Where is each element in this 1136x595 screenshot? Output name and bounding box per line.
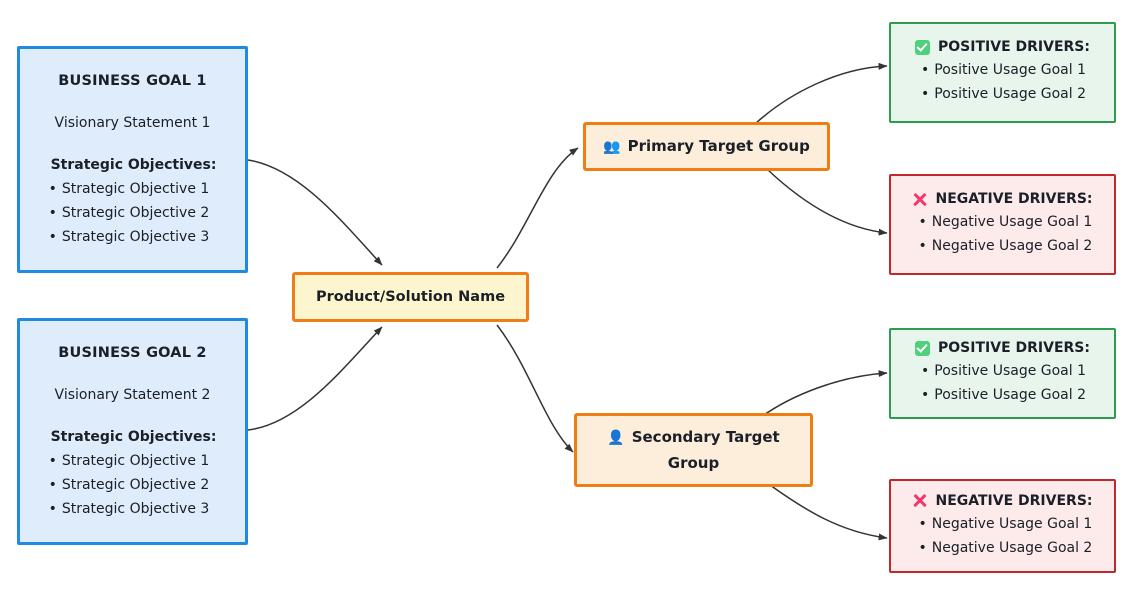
secondary-target-group-label: 👤 Secondary Target Group (589, 425, 798, 476)
bullet-icon: • (48, 452, 57, 469)
business-goal-2-objectives-heading: Strategic Objectives: (50, 428, 217, 445)
list-item: •Positive Usage Goal 2 (915, 383, 1086, 407)
list-item: •Strategic Objective 1 (49, 449, 210, 473)
edge-primary-to-positive-drivers (754, 62, 888, 125)
list-item-label: Negative Usage Goal 1 (931, 214, 1093, 230)
positive-drivers-secondary-content: POSITIVE DRIVERS: •Positive Usage Goal 1… (915, 340, 1090, 407)
business-goal-2-objectives: Strategic Objectives: •Strategic Objecti… (49, 429, 217, 521)
edge-goal1-to-product (247, 159, 383, 266)
bullet-icon: • (918, 515, 927, 532)
business-goal-2-node[interactable]: BUSINESS GOAL 2 Visionary Statement 2 St… (17, 318, 248, 545)
bullet-icon: • (921, 86, 930, 102)
primary-target-group-text: Primary Target Group (627, 136, 810, 155)
list-item: •Strategic Objective 3 (49, 225, 210, 249)
list-item-label: Strategic Objective 3 (61, 500, 210, 517)
edge-secondary-to-negative-drivers (769, 484, 888, 541)
edge-product-to-primary-group (496, 147, 579, 269)
list-item-label: Positive Usage Goal 2 (934, 387, 1087, 403)
negative-drivers-primary-node[interactable]: NEGATIVE DRIVERS: •Negative Usage Goal 1… (889, 174, 1116, 275)
list-item-label: Strategic Objective 2 (61, 476, 210, 493)
positive-drivers-secondary-heading-text: POSITIVE DRIVERS: (938, 340, 1090, 356)
positive-drivers-primary-node[interactable]: POSITIVE DRIVERS: •Positive Usage Goal 1… (889, 22, 1116, 123)
bullet-icon: • (48, 228, 57, 245)
list-item: •Strategic Objective 3 (49, 497, 210, 521)
edge-product-to-secondary-group (496, 324, 574, 453)
bullet-icon: • (918, 238, 927, 254)
list-item: •Negative Usage Goal 2 (912, 234, 1092, 258)
list-item-label: Negative Usage Goal 2 (931, 238, 1093, 254)
list-item-label: Positive Usage Goal 1 (934, 363, 1087, 379)
list-item: •Positive Usage Goal 2 (915, 82, 1086, 106)
bullet-icon: • (48, 204, 57, 221)
business-goal-1-title: BUSINESS GOAL 1 (58, 72, 207, 89)
bullet-icon: • (48, 500, 57, 517)
bullet-icon: • (921, 363, 930, 379)
business-goal-2-vision: Visionary Statement 2 (54, 386, 211, 403)
product-solution-label: Product/Solution Name (315, 289, 506, 305)
list-item: •Negative Usage Goal 2 (912, 536, 1092, 560)
business-goal-2-title: BUSINESS GOAL 2 (58, 344, 207, 361)
negative-drivers-primary-heading-text: NEGATIVE DRIVERS: (935, 191, 1093, 207)
negative-drivers-secondary-node[interactable]: NEGATIVE DRIVERS: •Negative Usage Goal 1… (889, 479, 1116, 573)
cross-mark-icon (912, 192, 927, 207)
secondary-target-group-text: Secondary Target Group (631, 427, 780, 472)
list-item-label: Positive Usage Goal 2 (934, 86, 1087, 102)
list-item-label: Positive Usage Goal 1 (934, 62, 1087, 78)
positive-drivers-primary-heading-text: POSITIVE DRIVERS: (938, 39, 1090, 55)
business-goal-1-objectives-heading: Strategic Objectives: (50, 156, 217, 173)
business-goal-1-objectives: Strategic Objectives: •Strategic Objecti… (49, 157, 217, 249)
positive-drivers-secondary-heading: POSITIVE DRIVERS: (915, 340, 1090, 356)
primary-target-group-label: 👥 Primary Target Group (603, 134, 810, 160)
list-item-label: Strategic Objective 2 (61, 204, 210, 221)
negative-drivers-secondary-heading-text: NEGATIVE DRIVERS: (935, 492, 1093, 509)
list-item: •Positive Usage Goal 1 (915, 58, 1086, 82)
positive-drivers-primary-content: POSITIVE DRIVERS: •Positive Usage Goal 1… (915, 39, 1090, 106)
business-goal-1-vision: Visionary Statement 1 (54, 114, 211, 131)
edge-goal2-to-product (247, 326, 383, 431)
bullet-icon: • (921, 387, 930, 403)
edge-primary-to-negative-drivers (767, 169, 888, 236)
cross-mark-icon (912, 493, 927, 508)
bullet-icon: • (918, 214, 927, 230)
bullet-icon: • (921, 62, 930, 78)
list-item: •Negative Usage Goal 1 (912, 210, 1092, 234)
list-item-label: Strategic Objective 3 (61, 228, 210, 245)
bullet-icon: • (918, 539, 927, 556)
check-mark-button-icon (915, 340, 931, 356)
positive-drivers-secondary-node[interactable]: POSITIVE DRIVERS: •Positive Usage Goal 1… (889, 328, 1116, 419)
check-mark-button-icon (915, 39, 931, 55)
secondary-target-group-node[interactable]: 👤 Secondary Target Group (574, 413, 813, 487)
two-people-icon: 👥 (603, 138, 621, 155)
product-solution-node[interactable]: Product/Solution Name (292, 272, 529, 322)
list-item: •Negative Usage Goal 1 (912, 512, 1092, 536)
primary-target-group-node[interactable]: 👥 Primary Target Group (583, 122, 830, 171)
negative-drivers-secondary-content: NEGATIVE DRIVERS: •Negative Usage Goal 1… (912, 493, 1092, 560)
negative-drivers-secondary-heading: NEGATIVE DRIVERS: (912, 493, 1092, 509)
list-item: •Strategic Objective 2 (49, 473, 210, 497)
list-item: •Positive Usage Goal 1 (915, 359, 1086, 383)
bullet-icon: • (48, 180, 57, 197)
list-item-label: Strategic Objective 1 (61, 180, 210, 197)
person-icon: 👤 (607, 429, 625, 446)
list-item-label: Negative Usage Goal 1 (931, 515, 1093, 532)
business-goal-1-node[interactable]: BUSINESS GOAL 1 Visionary Statement 1 St… (17, 46, 248, 273)
positive-drivers-primary-heading: POSITIVE DRIVERS: (915, 39, 1090, 55)
list-item: •Strategic Objective 2 (49, 201, 210, 225)
bullet-icon: • (48, 476, 57, 493)
list-item: •Strategic Objective 1 (49, 177, 210, 201)
list-item-label: Negative Usage Goal 2 (931, 539, 1093, 556)
negative-drivers-primary-content: NEGATIVE DRIVERS: •Negative Usage Goal 1… (912, 191, 1092, 258)
negative-drivers-primary-heading: NEGATIVE DRIVERS: (912, 191, 1092, 207)
list-item-label: Strategic Objective 1 (61, 452, 210, 469)
